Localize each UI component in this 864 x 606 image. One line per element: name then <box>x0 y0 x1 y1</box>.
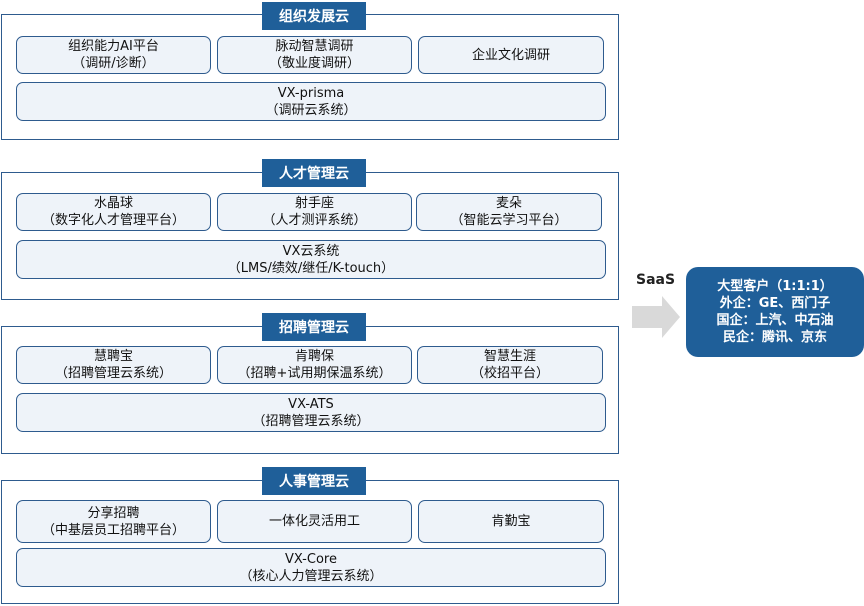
product-name: 企业文化调研 <box>471 47 550 63</box>
system-name: VX-ATS <box>288 396 334 412</box>
customer-foreign: 外企：GE、西门子 <box>719 296 831 311</box>
product-box: 射手座 （人才测评系统） <box>217 193 412 231</box>
system-name: VX云系统 <box>282 243 340 259</box>
product-box: 麦朵 （智能云学习平台） <box>416 193 602 231</box>
product-box: 组织能力AI平台 （调研/诊断） <box>16 36 211 74</box>
product-desc: （敬业度调研） <box>268 56 360 71</box>
product-name: 麦朵 <box>495 196 522 211</box>
product-name: 射手座 <box>294 196 334 211</box>
system-box: VX-Core （核心人力管理云系统） <box>16 548 606 587</box>
product-box: 分享招聘 （中基层员工招聘平台） <box>16 500 211 543</box>
product-name: 分享招聘 <box>87 505 140 521</box>
system-desc: （招聘管理云系统） <box>252 413 370 429</box>
group-title-talent-management: 人才管理云 <box>262 159 366 187</box>
product-desc: （招聘+试用期保温系统） <box>237 366 392 381</box>
product-box: 慧聘宝 （招聘管理云系统） <box>16 346 211 384</box>
system-name: VX-prisma <box>277 85 345 101</box>
product-name: 慧聘宝 <box>93 349 133 364</box>
product-box: 企业文化调研 <box>418 36 604 74</box>
saas-label: SaaS <box>636 272 676 288</box>
product-desc: （智能云学习平台） <box>450 213 568 228</box>
group-org-development <box>1 14 619 140</box>
right-arrow-icon <box>632 296 680 338</box>
product-desc: （人才测评系统） <box>262 213 367 228</box>
product-box: 脉动智慧调研 （敬业度调研） <box>217 36 412 74</box>
product-name: 水晶球 <box>93 196 133 211</box>
system-desc: （调研云系统） <box>265 102 357 118</box>
product-name: 一体化灵活用工 <box>268 514 360 529</box>
customer-state: 国企：上汽、中石油 <box>716 313 834 328</box>
customer-box: 大型客户（1:1:1） 外企：GE、西门子 国企：上汽、中石油 民企：腾讯、京东 <box>686 267 864 357</box>
group-talent-management <box>1 172 619 300</box>
product-name: 智慧生涯 <box>483 349 536 364</box>
product-name: 肯聘保 <box>294 349 334 364</box>
product-box: 肯勤宝 <box>418 500 604 543</box>
product-box: 智慧生涯 （校招平台） <box>417 346 603 384</box>
system-box: VX云系统 （LMS/绩效/继任/K-touch） <box>16 240 606 279</box>
group-title-hr-management: 人事管理云 <box>262 467 366 495</box>
customer-heading: 大型客户（1:1:1） <box>717 279 833 294</box>
system-box: VX-prisma （调研云系统） <box>16 82 606 121</box>
group-title-org-development: 组织发展云 <box>262 2 366 30</box>
product-box: 水晶球 （数字化人才管理平台） <box>16 193 211 231</box>
system-name: VX-Core <box>285 551 337 567</box>
product-name: 脉动智慧调研 <box>275 39 354 54</box>
product-desc: （招聘管理云系统） <box>54 366 172 381</box>
product-desc: （校招平台） <box>470 366 549 381</box>
product-box: 一体化灵活用工 <box>217 500 412 543</box>
system-desc: （核心人力管理云系统） <box>239 568 383 584</box>
product-desc: （中基层员工招聘平台） <box>41 522 185 538</box>
product-name: 肯勤宝 <box>491 514 531 529</box>
product-desc: （调研/诊断） <box>72 56 155 71</box>
group-title-recruitment-management: 招聘管理云 <box>262 313 366 341</box>
system-box: VX-ATS （招聘管理云系统） <box>16 393 606 432</box>
system-desc: （LMS/绩效/继任/K-touch） <box>227 260 395 276</box>
product-desc: （数字化人才管理平台） <box>41 213 185 228</box>
product-name: 组织能力AI平台 <box>68 39 159 54</box>
customer-private: 民企：腾讯、京东 <box>722 330 827 345</box>
product-box: 肯聘保 （招聘+试用期保温系统） <box>217 346 412 384</box>
